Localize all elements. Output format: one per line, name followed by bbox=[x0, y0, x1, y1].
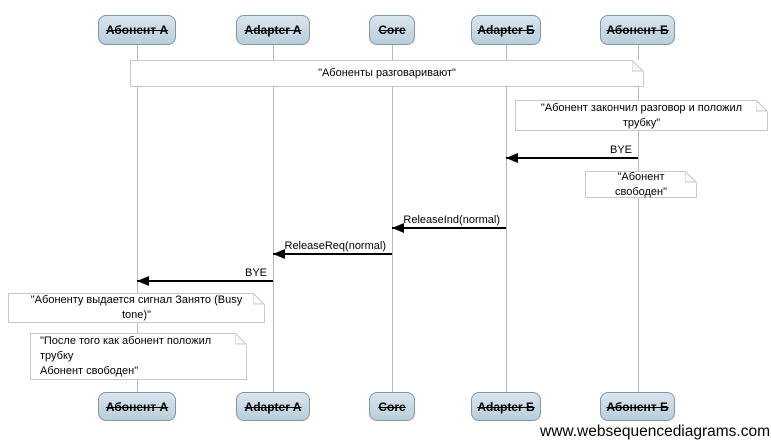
arrowhead-left-icon bbox=[506, 153, 518, 163]
watermark: www.websequencediagrams.com bbox=[540, 423, 771, 440]
note-hangup: "Абонент закончил разговор и положил тру… bbox=[515, 100, 768, 131]
actor-box-abonent-b-bottom: Абонент Б bbox=[600, 392, 675, 421]
actor-label: Core bbox=[378, 399, 406, 414]
message-line bbox=[273, 249, 392, 259]
note-text: "Абоненты разговаривают" bbox=[318, 67, 456, 79]
actor-box-adapter-a-bottom: Adapter A bbox=[236, 392, 310, 421]
actor-label: Абонент Б bbox=[606, 399, 669, 414]
actor-label: Core bbox=[378, 23, 406, 37]
actor-label: Абонент А bbox=[105, 23, 169, 37]
note-text: "Абоненту выдается сигнал Занято (Busy t… bbox=[30, 294, 243, 321]
message-label: ReleaseInd(normal) bbox=[403, 214, 500, 226]
actor-box-abonent-b-top: Абонент Б bbox=[600, 15, 675, 45]
note-after-hangup: "После того как абонент положил трубку А… bbox=[30, 333, 247, 380]
note-conversation: "Абоненты разговаривают" bbox=[130, 60, 644, 87]
note-fold-icon bbox=[235, 333, 247, 345]
note-text-line1: "После того как абонент положил трубку bbox=[40, 335, 212, 362]
message-release-ind: ReleaseInd(normal) bbox=[392, 214, 506, 233]
note-text-line2: Абонент свободен" bbox=[40, 365, 139, 377]
actor-label: Adapter Б bbox=[477, 399, 535, 414]
actor-box-abonent-a-top: Абонент А bbox=[98, 15, 176, 45]
actor-label: Абонент Б bbox=[606, 23, 669, 37]
note-fold-icon bbox=[253, 293, 265, 305]
note-text: "Абонент закончил разговор и положил тру… bbox=[540, 101, 743, 129]
message-line bbox=[392, 223, 506, 233]
lifeline-core bbox=[391, 45, 393, 392]
arrowhead-left-icon bbox=[392, 223, 404, 233]
lifeline-abonent-b bbox=[637, 45, 639, 392]
actor-box-adapter-a-top: Adapter A bbox=[236, 15, 310, 45]
actor-box-core-top: Core bbox=[369, 15, 415, 45]
note-fold-icon bbox=[685, 171, 697, 183]
actor-box-adapter-b-bottom: Adapter Б bbox=[471, 392, 541, 421]
actor-box-core-bottom: Core bbox=[369, 392, 415, 421]
note-busy-tone: "Абоненту выдается сигнал Занято (Busy t… bbox=[8, 293, 265, 323]
message-line bbox=[137, 276, 273, 286]
actor-box-abonent-a-bottom: Абонент А bbox=[98, 392, 176, 421]
message-label: ReleaseReq(normal) bbox=[284, 240, 387, 252]
lifeline-abonent-a bbox=[136, 45, 138, 392]
message-bye-1: BYE bbox=[506, 144, 638, 163]
arrowhead-left-icon bbox=[137, 276, 149, 286]
message-label: BYE bbox=[244, 267, 267, 279]
lifeline-adapter-a bbox=[272, 45, 274, 392]
actor-label: Adapter A bbox=[244, 399, 302, 414]
note-fold-icon bbox=[632, 60, 644, 72]
message-label: BYE bbox=[609, 144, 632, 156]
arrowhead-left-icon bbox=[273, 249, 285, 259]
note-text: "Абонент свободен" bbox=[614, 170, 668, 198]
message-bye-2: BYE bbox=[137, 267, 273, 286]
message-release-req: ReleaseReq(normal) bbox=[273, 240, 392, 259]
note-fold-icon bbox=[756, 100, 768, 112]
lifeline-adapter-b bbox=[505, 45, 507, 392]
actor-label: Adapter Б bbox=[477, 23, 535, 37]
actor-box-adapter-b-top: Adapter Б bbox=[471, 15, 541, 45]
note-free-b: "Абонент свободен" bbox=[585, 171, 697, 198]
actor-label: Adapter A bbox=[244, 23, 302, 37]
actor-label: Абонент А bbox=[105, 399, 169, 414]
message-line bbox=[506, 153, 638, 163]
